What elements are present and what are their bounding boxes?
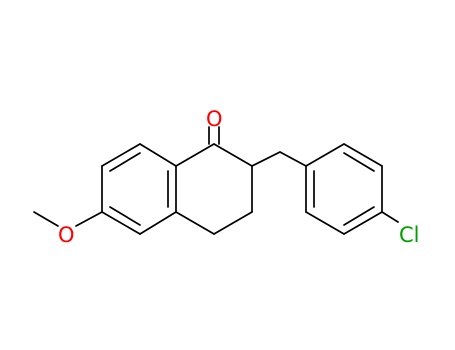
bond-ring-b-1 [175, 143, 215, 167]
bond-ring-c-2 [305, 211, 345, 235]
bond-ring-c-6 [305, 143, 345, 167]
bond-ring-a-inner-1 [109, 152, 141, 172]
bond-ring-a-5 [139, 211, 177, 235]
carbonyl-oxygen-label: O [206, 107, 223, 131]
bond-ring-b-2 [213, 143, 253, 167]
bond-ch2-2 [279, 151, 307, 167]
bond-ring-b-5 [175, 211, 215, 235]
bond-ring-b-4 [213, 211, 253, 235]
bond-o-aromatic [75, 211, 103, 227]
bond-ring-c-5 [343, 143, 383, 167]
bond-c-cl [381, 211, 399, 223]
bond-methyl-o [33, 211, 59, 227]
bonds [33, 126, 399, 235]
bond-ring-a-inner-3 [109, 206, 141, 226]
bond-ring-a-2 [101, 143, 141, 167]
bond-ring-a-6 [101, 211, 141, 235]
bond-ring-c-inner-2 [343, 206, 375, 226]
bond-ring-c-inner-3 [343, 152, 375, 172]
methoxy-oxygen-label: O [58, 223, 75, 247]
bond-ring-a-3 [139, 143, 177, 167]
bond-ring-c-3 [343, 211, 383, 235]
chlorine-label: Cl [399, 223, 420, 247]
bond-ch2-1 [251, 151, 281, 167]
atom-labels: O O Cl [58, 107, 420, 247]
